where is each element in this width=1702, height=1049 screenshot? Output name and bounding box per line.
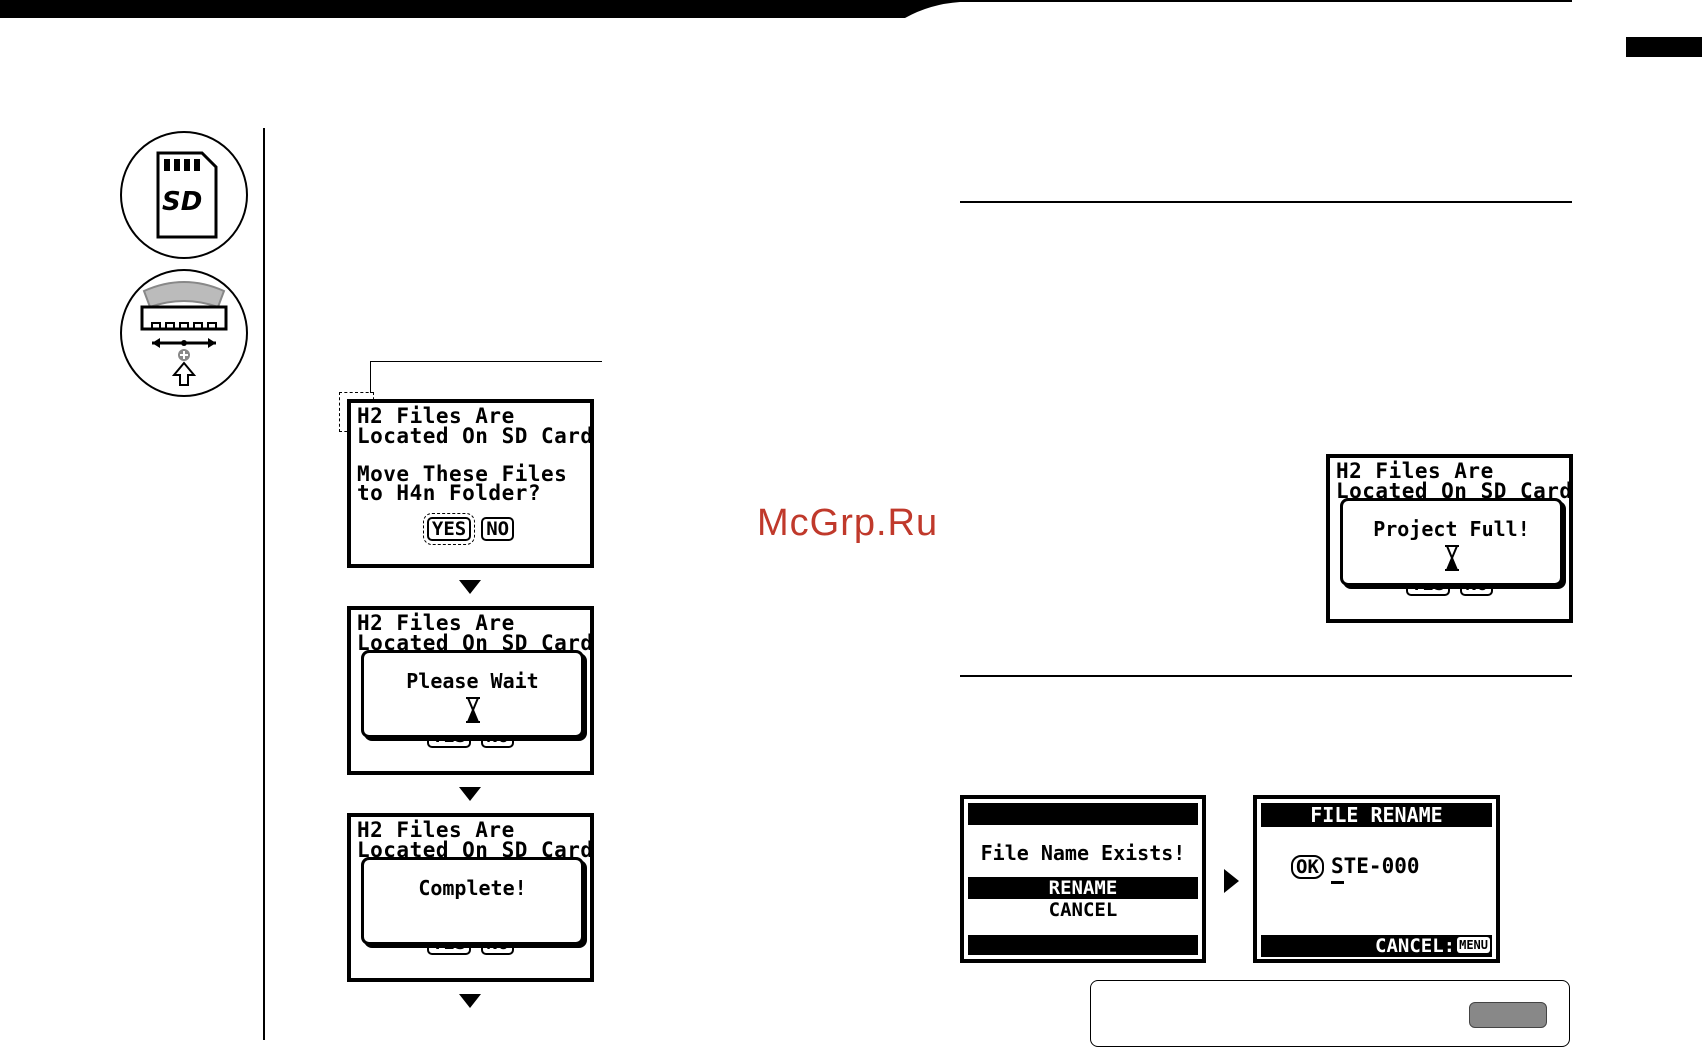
- popup-message: Please Wait: [406, 669, 539, 693]
- watermark: McGrp.Ru: [757, 502, 939, 544]
- screen-line-2: Located On SD Card.: [1336, 479, 1573, 503]
- hourglass-icon: [1444, 545, 1459, 571]
- yes-button[interactable]: YES: [422, 513, 476, 545]
- bottom-bar: [968, 935, 1198, 955]
- popup-dialog: Project Full!: [1340, 498, 1563, 586]
- sd-logo: SD: [162, 187, 203, 217]
- popup-message: Project Full!: [1373, 517, 1530, 541]
- dial-wheel-icon: [140, 281, 228, 386]
- sd-card-icon: [156, 151, 218, 239]
- hourglass-icon: [465, 697, 480, 723]
- section-rule-2: [960, 675, 1572, 677]
- screen-line-1: H2 Files Are: [357, 818, 515, 842]
- lcd-screen-move-files: H2 Files Are Located On SD Card. Move Th…: [347, 399, 594, 568]
- callout-horizontal: [370, 361, 602, 362]
- no-button[interactable]: NO: [481, 517, 515, 541]
- bottom-bar: CANCEL:MENU: [1261, 935, 1492, 957]
- filename-field[interactable]: STE-000: [1331, 854, 1420, 878]
- down-arrow-icon: [459, 994, 481, 1008]
- screen-line-1: H2 Files Are: [1336, 459, 1494, 483]
- screen-line-4: to H4n Folder?: [357, 481, 542, 505]
- screen-line-1: H2 Files Are: [357, 611, 515, 635]
- chapter-tab: [1626, 37, 1702, 57]
- down-arrow-icon: [459, 787, 481, 801]
- right-arrow-icon: [1224, 869, 1239, 893]
- text-cursor: [1331, 881, 1344, 884]
- menu-key[interactable]: MENU: [1457, 937, 1490, 953]
- popup-dialog: Complete!: [361, 857, 584, 945]
- down-arrow-icon: [459, 580, 481, 594]
- popup-dialog: Please Wait: [361, 650, 584, 738]
- screen-title: FILE RENAME: [1261, 803, 1492, 827]
- menu-option-rename[interactable]: RENAME: [968, 877, 1198, 899]
- dial-circle: [120, 269, 248, 397]
- screen-line-1: H2 Files Are: [357, 404, 515, 428]
- file-exists-message: File Name Exists!: [980, 841, 1186, 865]
- menu-option-cancel[interactable]: CANCEL: [1048, 899, 1118, 921]
- ok-button[interactable]: OK: [1291, 855, 1324, 879]
- column-divider: [263, 128, 265, 1040]
- popup-message: Complete!: [418, 876, 527, 900]
- section-rule-1: [960, 201, 1572, 203]
- lcd-screen-file-exists: File Name Exists! RENAME CANCEL: [960, 795, 1206, 963]
- header-band: [0, 0, 1572, 18]
- callout-vertical: [370, 361, 371, 393]
- lcd-screen-file-rename: FILE RENAME OK STE-000 CANCEL:MENU: [1253, 795, 1500, 963]
- cancel-label: CANCEL:: [1375, 935, 1456, 957]
- lcd-screen-complete: H2 Files Are Located On SD Card. YES NO …: [347, 813, 594, 982]
- note-box: [1090, 980, 1570, 1047]
- header-rule-thin: [905, 1, 1572, 2]
- lcd-screen-please-wait: H2 Files Are Located On SD Card. YES NO …: [347, 606, 594, 775]
- note-gray-tab: [1469, 1002, 1547, 1028]
- screen-line-3: Move These Files: [357, 462, 568, 486]
- top-bar: [968, 803, 1198, 825]
- screen-line-2: Located On SD Card.: [357, 631, 594, 655]
- sd-card-circle: SD: [120, 131, 248, 259]
- lcd-screen-project-full: H2 Files Are Located On SD Card. YES NO …: [1326, 454, 1573, 623]
- screen-line-2: Located On SD Card.: [357, 424, 594, 448]
- screen-line-2: Located On SD Card.: [357, 838, 594, 862]
